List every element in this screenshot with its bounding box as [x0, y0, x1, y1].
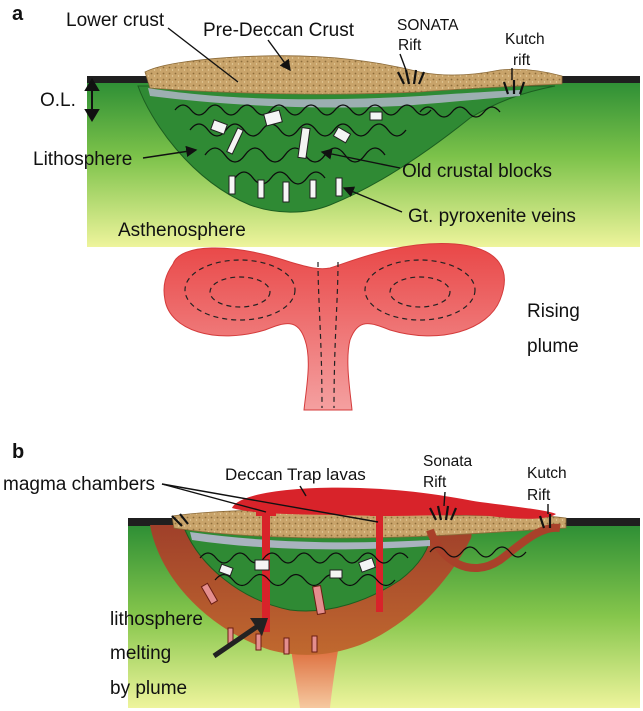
label-kutch-rift-b-line2: Rift — [527, 487, 551, 504]
label-kutch-rift-b-line1: Kutch — [527, 465, 567, 482]
surface-line-left-b — [128, 518, 174, 526]
panel-b: b magma chambers Deccan Trap lavas Sonat… — [3, 441, 640, 708]
label-sonata-rift-line2: Rift — [398, 37, 422, 54]
panel-b-letter: b — [12, 441, 24, 463]
label-sonata-rift-b-line1: Sonata — [423, 453, 473, 470]
label-melting-line3: by plume — [110, 678, 187, 699]
label-melting-line1: lithosphere — [110, 609, 203, 630]
panel-a: a Lower crust Pre-Deccan Crust SONATA Ri… — [12, 3, 640, 410]
label-deccan-trap-lavas: Deccan Trap lavas — [225, 465, 366, 484]
label-asthenosphere: Asthenosphere — [118, 220, 246, 241]
rising-plume-a — [164, 244, 504, 410]
label-lithosphere: Lithosphere — [33, 149, 132, 170]
label-pre-deccan-crust: Pre-Deccan Crust — [203, 20, 355, 41]
label-magma-chambers: magma chambers — [3, 474, 155, 495]
surface-line-right-a — [562, 76, 640, 83]
panel-a-letter: a — [12, 3, 24, 25]
label-sonata-rift-line1: SONATA — [397, 17, 459, 34]
label-lower-crust: Lower crust — [66, 10, 165, 31]
label-ol: O.L. — [40, 90, 76, 111]
label-melting-line2: melting — [110, 643, 171, 664]
label-gt-pyroxenite-veins: Gt. pyroxenite veins — [408, 206, 576, 227]
label-sonata-rift-b-line2: Rift — [423, 474, 447, 491]
surface-line-right-b — [566, 518, 640, 526]
label-kutch-rift-line1: Kutch — [505, 31, 545, 48]
label-rising-plume-line1: Rising — [527, 301, 580, 322]
label-old-crustal-blocks: Old crustal blocks — [402, 161, 552, 182]
label-kutch-rift-line2: rift — [513, 52, 531, 69]
label-rising-plume-line2: plume — [527, 336, 579, 357]
